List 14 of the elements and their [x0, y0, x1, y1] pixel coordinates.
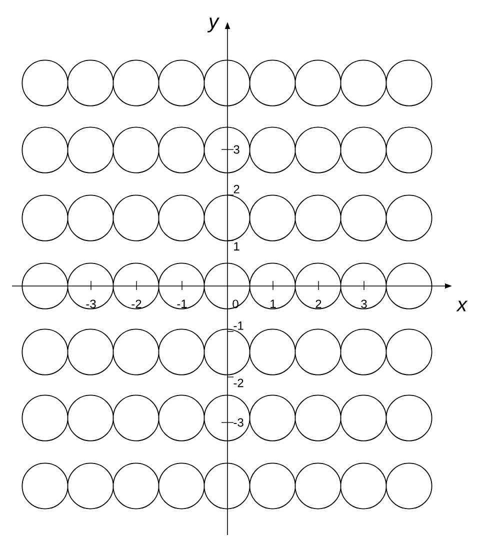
tick-label: 1: [270, 300, 276, 308]
tick-label: 1: [234, 242, 240, 250]
tick-label: -2: [234, 378, 244, 388]
tick-label: -1: [177, 300, 187, 308]
axis-label: y: [207, 18, 220, 32]
tick-label: -3: [234, 418, 244, 427]
tick-label: 3: [361, 300, 367, 308]
tick-label: 2: [316, 300, 322, 308]
tick-label: -3: [86, 300, 96, 308]
tick-label: -2: [132, 300, 142, 308]
tick-label: -1: [234, 322, 244, 330]
tick-label: 2: [234, 184, 240, 194]
axis-label: x: [456, 300, 468, 312]
tick-label: 3: [234, 145, 240, 154]
